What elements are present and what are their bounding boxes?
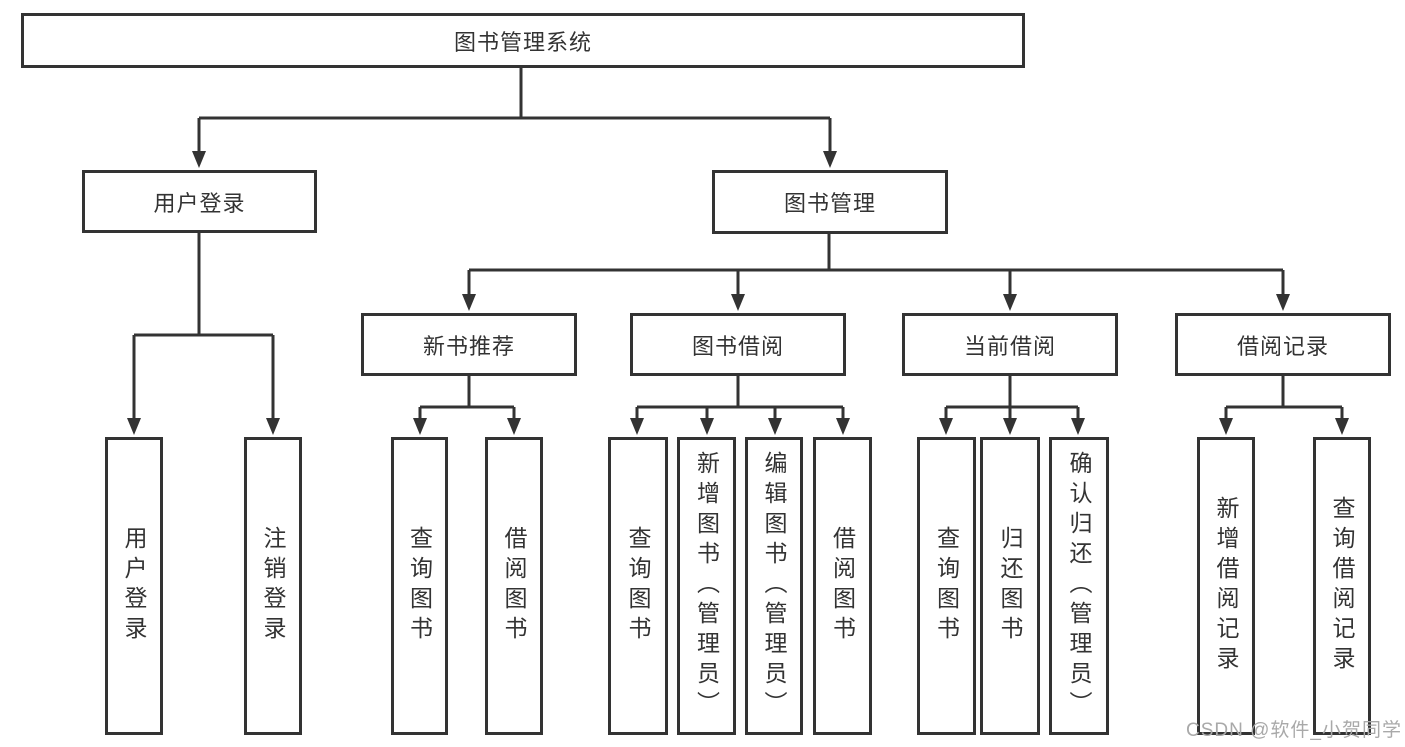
leaf-query-books-borrowing: 查询图书 xyxy=(608,437,668,735)
node-borrowing-records: 借阅记录 xyxy=(1175,313,1391,376)
node-user-login: 用户登录 xyxy=(82,170,317,233)
leaf-add-borrow-record: 新增借阅记录 xyxy=(1197,437,1255,735)
leaf-query-books-recommend: 查询图书 xyxy=(391,437,448,735)
node-current-borrowing: 当前借阅 xyxy=(902,313,1118,376)
leaf-edit-book-admin: 编辑图书（管理员） xyxy=(745,437,803,735)
leaf-add-book-admin: 新增图书（管理员） xyxy=(677,437,736,735)
node-book-management: 图书管理 xyxy=(712,170,948,234)
leaf-borrow-books-borrowing: 借阅图书 xyxy=(813,437,872,735)
leaf-user-login: 用户登录 xyxy=(105,437,163,735)
watermark: CSDN @软件_小贺同学 xyxy=(1186,720,1402,741)
leaf-return-books: 归还图书 xyxy=(980,437,1040,735)
node-book-borrowing: 图书借阅 xyxy=(630,313,846,376)
node-new-book-recommendation: 新书推荐 xyxy=(361,313,577,376)
leaf-borrow-books-recommend: 借阅图书 xyxy=(485,437,543,735)
node-root-library-system: 图书管理系统 xyxy=(21,13,1025,68)
leaf-logout: 注销登录 xyxy=(244,437,302,735)
leaf-confirm-return-admin: 确认归还（管理员） xyxy=(1049,437,1109,735)
leaf-query-books-current: 查询图书 xyxy=(917,437,976,735)
leaf-query-borrow-record: 查询借阅记录 xyxy=(1313,437,1371,735)
